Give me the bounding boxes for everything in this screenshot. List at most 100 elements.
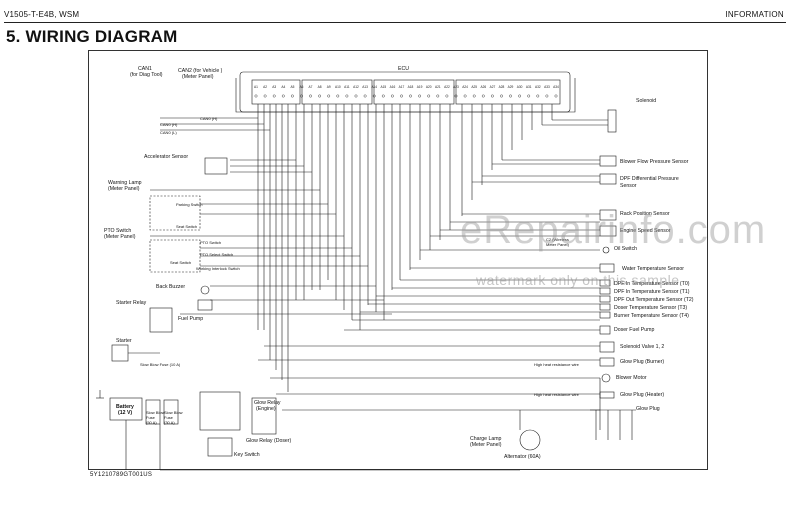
ecu-pin-label: A7 (309, 85, 313, 89)
ecu-pin (263, 94, 267, 98)
ecu-pin-label: A29 (508, 85, 514, 89)
ecu-pin (363, 94, 367, 98)
ecu-bracket (235, 78, 576, 113)
ecu-pin-label: A11 (344, 85, 350, 89)
alternator-symbol (519, 429, 541, 451)
ecu-pin (481, 94, 485, 98)
ecu-connector-4 (455, 79, 561, 105)
ecu-pin (372, 94, 376, 98)
ecu-pin-label: A30 (517, 85, 523, 89)
starter-relay-label: Starter Relay (116, 300, 147, 306)
glow-plug-label: Glow Plug (636, 406, 660, 412)
ecu-pin (527, 94, 531, 98)
ecu-pin (409, 94, 412, 98)
doser-fuel-pump-label: Doser Fuel Pump (614, 327, 655, 333)
ecu-pin (272, 94, 276, 98)
ecu-pin-label: A12 (353, 85, 359, 89)
fuel-pump-symbol (197, 299, 213, 311)
ecu-pin (463, 94, 467, 98)
can1-label: CAN1 (138, 66, 152, 72)
ecu-pin (500, 94, 503, 98)
ecu-pin (300, 94, 303, 98)
glow-relay-doser-label: Glow Relay (Doser) (246, 438, 292, 444)
pto-switch-label: PTO Switch (104, 228, 132, 234)
ecu-pin-label: A31 (526, 85, 532, 89)
warning-lamp-panel (149, 195, 201, 231)
left-horizontals (150, 117, 392, 315)
ecu-pin (290, 94, 294, 98)
can1-sublabel: (for Diag Tool) (130, 72, 163, 78)
ecu-pin (518, 94, 521, 98)
glow-plug-array (590, 409, 636, 440)
solenoid-symbol (607, 109, 617, 133)
c2-label-b: Meter Panel) (546, 242, 569, 247)
dpf-diff-label-a: DPF Differential Pressure (620, 176, 679, 182)
ecu-pin-label: A10 (335, 85, 341, 89)
key-switch-box (207, 437, 233, 457)
page-title: 5. WIRING DIAGRAM (6, 27, 178, 46)
blower-motor-label: Blower Motor (616, 375, 647, 381)
sensor-horizontals (258, 119, 608, 411)
ecu-pin-label: A24 (462, 85, 468, 89)
dpf-in-t1-sensor (599, 287, 611, 295)
seat-switch2-label: Seat Switch (170, 260, 192, 265)
key-switch-label: Key Switch (234, 452, 260, 458)
ecu-pin-label: A2 (263, 85, 267, 89)
ecu-pin (509, 94, 512, 98)
slow-blow-30-c: (30 A) (164, 420, 175, 425)
blower-flow-sensor (599, 155, 617, 167)
dpf-diff-label-b: Sensor (620, 183, 637, 189)
solenoid-valve-symbol (599, 341, 615, 353)
header-rule (4, 22, 786, 23)
can2-label: CAN2 (for Vehicle ) (178, 68, 223, 74)
water-temp-label: Water Temperature Sensor (622, 266, 684, 272)
slow-blow-fuse-50 (145, 399, 161, 425)
glow-relay-engine-label: Glow Relay (254, 400, 281, 406)
oil-switch-label: Oil Switch (614, 246, 638, 252)
watermark-main: eRepairinfo.com (460, 208, 767, 252)
c2-label-a: C2 (Wireless (546, 237, 569, 242)
starter-label: Starter (116, 338, 132, 344)
water-temp-sensor (599, 263, 615, 273)
dpf-in-t0-sensor (599, 279, 611, 287)
blower-flow-label: Blower Flow Pressure Sensor (620, 159, 689, 165)
ecu-pin (472, 94, 476, 98)
glow-relay-doser-box (199, 391, 241, 431)
ecu-pin-label: A21 (435, 85, 441, 89)
ecu-label: ECU (398, 66, 409, 72)
charge-lamp-label: Charge Lamp (470, 436, 502, 442)
ecu-pin-label: A22 (444, 85, 450, 89)
glow-plug-heater-symbol (599, 391, 615, 399)
accelerator-sensor (204, 157, 228, 175)
glow-plug-heater-label: Glow Plug (Heater) (620, 392, 665, 398)
ecu-pin-label: A23 (453, 85, 459, 89)
working-interlock-label: Working Interlock Switch (196, 266, 240, 271)
ecu-pin (545, 94, 549, 98)
ecu-pin-label: A18 (408, 85, 414, 89)
ecu-pin (536, 94, 540, 98)
doser-fuel-pump-symbol (599, 325, 611, 335)
warning-lamp-label: Warning Lamp (108, 180, 142, 186)
ecu-pin (554, 94, 558, 98)
ecu-box (239, 71, 571, 113)
dpf-out-label: DPF Out Temperature Sensor (T2) (614, 297, 694, 303)
ecu-pin-label: A5 (290, 85, 294, 89)
engine-speed-sensor (599, 225, 617, 237)
slow-blow-small-label: Slow Blow Fuse (10 A) (140, 362, 181, 367)
ecu-pin-label: A3 (272, 85, 276, 89)
burner-temp-label: Burner Temperature Sensor (T4) (614, 313, 689, 319)
wire-group (96, 71, 636, 471)
starter-relay-box (149, 307, 173, 333)
glow-plug-burner-symbol (599, 357, 615, 367)
ecu-pin (418, 94, 421, 98)
fuel-pump-label: Fuel Pump (178, 316, 204, 322)
pto-switch-small-label: PTO Switch (200, 240, 222, 245)
ecu-pin (427, 94, 431, 98)
watermark-sub: watermark only on this sample (476, 272, 680, 288)
ecu-pin (400, 94, 403, 98)
footer-code: 5Y1210789GT001US (90, 472, 153, 478)
ecu-pin-label: A8 (318, 85, 322, 89)
glow-relay-engine-sublabel: (Engine) (256, 406, 276, 412)
alternator-label: Alternator (60A) (504, 454, 541, 460)
